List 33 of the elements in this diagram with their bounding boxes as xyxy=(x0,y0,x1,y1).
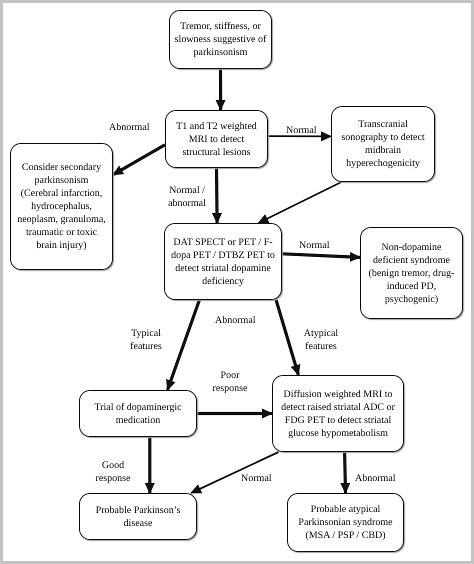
arrow xyxy=(268,131,332,142)
process-box: Trial of dopaminergic medication xyxy=(79,390,197,437)
arrow xyxy=(197,408,273,418)
process-box: Diffusion weighted MRI to detect raised striatal ADC or FDG PET to detect striatal glucose hypometabolism xyxy=(272,375,404,452)
edge-label: Normal / abnormal xyxy=(167,184,207,210)
arrow xyxy=(282,252,361,262)
edge-label: Normal xyxy=(241,472,272,485)
process-box: Non-dopamine deficient syndrome (benign tremor, drug-induced PD, psychogenic) xyxy=(360,227,463,319)
arrow xyxy=(212,168,222,224)
edge-label: Abnormal xyxy=(355,472,396,485)
edge-label: Good response xyxy=(94,459,132,485)
arrow xyxy=(166,299,201,391)
edge-label: Normal xyxy=(299,239,330,252)
arrow xyxy=(274,300,300,376)
arrow xyxy=(258,181,342,224)
process-box: Probable Parkinson’s disease xyxy=(79,493,197,540)
process-box: Transcranial sonography to detect midbrain hyperechogenicity xyxy=(331,106,435,182)
arrow xyxy=(112,143,166,176)
process-box: Probable atypical Parkinsonian syndrome (MSA / PSP / CBD) xyxy=(287,493,404,552)
arrow xyxy=(190,451,279,494)
edge-label: Abnormal xyxy=(109,121,150,134)
process-box: T1 and T2 weighted MRI to detect structural lesions xyxy=(165,110,268,168)
edge-label: Poor response xyxy=(212,369,248,395)
edge-label: Typical features xyxy=(129,327,163,353)
process-box: Tremor, stiffness, or slowness suggestive of parkinsonism xyxy=(169,10,272,69)
edge-label: Atypical features xyxy=(302,327,340,353)
arrow xyxy=(144,437,155,494)
process-box: Consider secondary parkinsonism (Cerebral infarction, hydrocephalus, neoplasm, granuloma, traumatic or toxic brain injury) xyxy=(10,143,113,270)
arrow xyxy=(216,69,226,111)
process-box: DAT SPECT or PET / F-dopa PET / DTBZ PET to detect striatal dopamine deficiency xyxy=(164,223,282,300)
branch-label: Abnormal xyxy=(215,314,256,327)
edge-label: Normal xyxy=(286,124,317,137)
arrow xyxy=(340,452,350,494)
